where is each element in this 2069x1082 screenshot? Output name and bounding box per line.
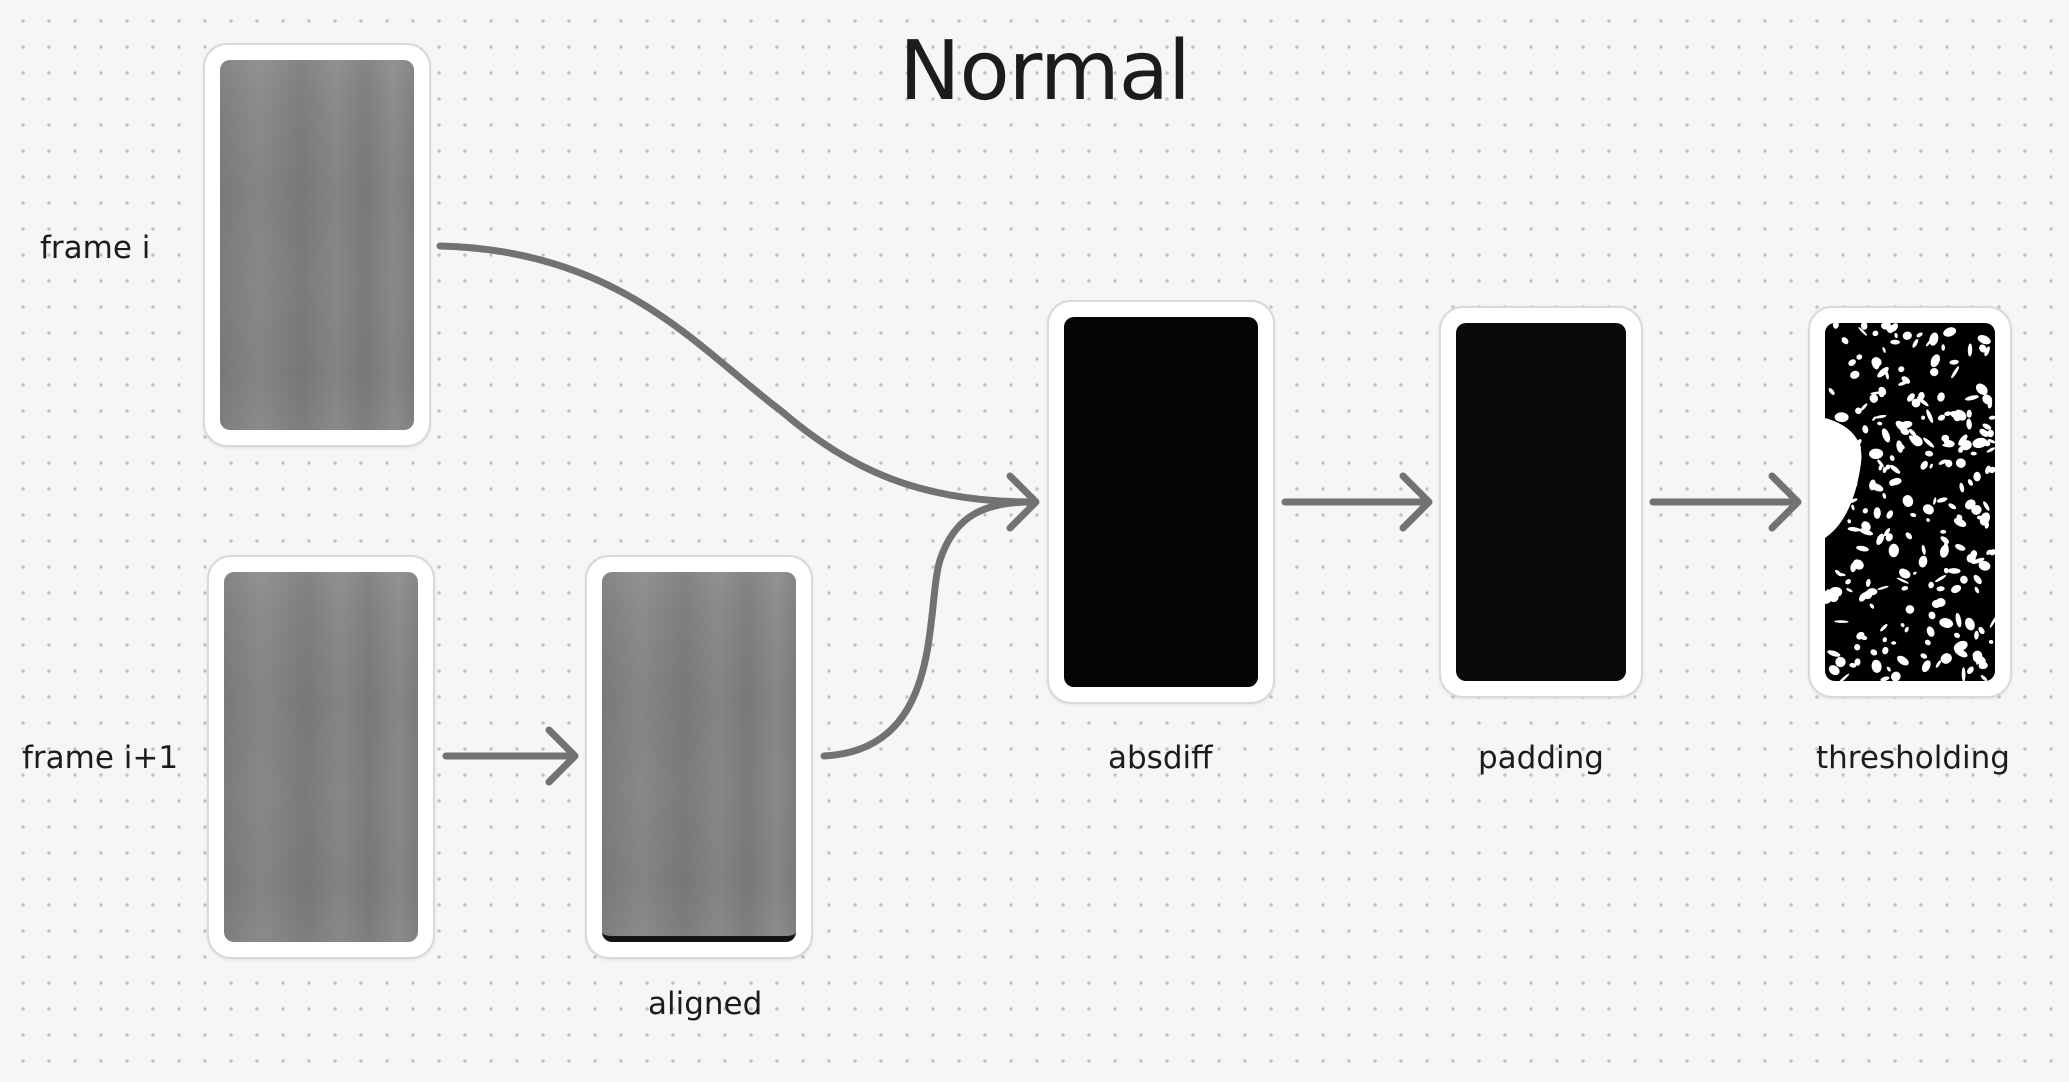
thresholding-noise bbox=[1825, 323, 1995, 681]
thresholding-card bbox=[1808, 306, 2012, 698]
frame-i1-label: frame i+1 bbox=[22, 740, 179, 776]
aligned-label: aligned bbox=[648, 986, 763, 1022]
absdiff-image bbox=[1064, 317, 1258, 687]
aligned-image bbox=[602, 572, 796, 942]
padding-card bbox=[1439, 306, 1643, 698]
thresholding-label: thresholding bbox=[1816, 740, 2010, 776]
edge-aligned-to-absdiff bbox=[820, 498, 1036, 760]
frame-i-card bbox=[203, 43, 431, 447]
thresholding-image bbox=[1825, 323, 1995, 681]
padding-label: padding bbox=[1478, 740, 1604, 776]
arrowhead-aligned bbox=[545, 726, 579, 786]
arrowhead-thresholding bbox=[1768, 472, 1802, 532]
edge-frame-i-to-absdiff bbox=[436, 242, 1036, 506]
diagram-title: Normal bbox=[899, 24, 1191, 119]
aligned-card bbox=[585, 555, 813, 959]
padding-image bbox=[1456, 323, 1626, 681]
frame-i-label: frame i bbox=[40, 230, 151, 266]
absdiff-card bbox=[1047, 300, 1275, 704]
frame-i1-card bbox=[207, 555, 435, 959]
absdiff-label: absdiff bbox=[1108, 740, 1213, 776]
arrowhead-padding bbox=[1399, 472, 1433, 532]
arrowhead-absdiff bbox=[1006, 472, 1040, 532]
frame-i1-image bbox=[224, 572, 418, 942]
frame-i-image bbox=[220, 60, 414, 430]
